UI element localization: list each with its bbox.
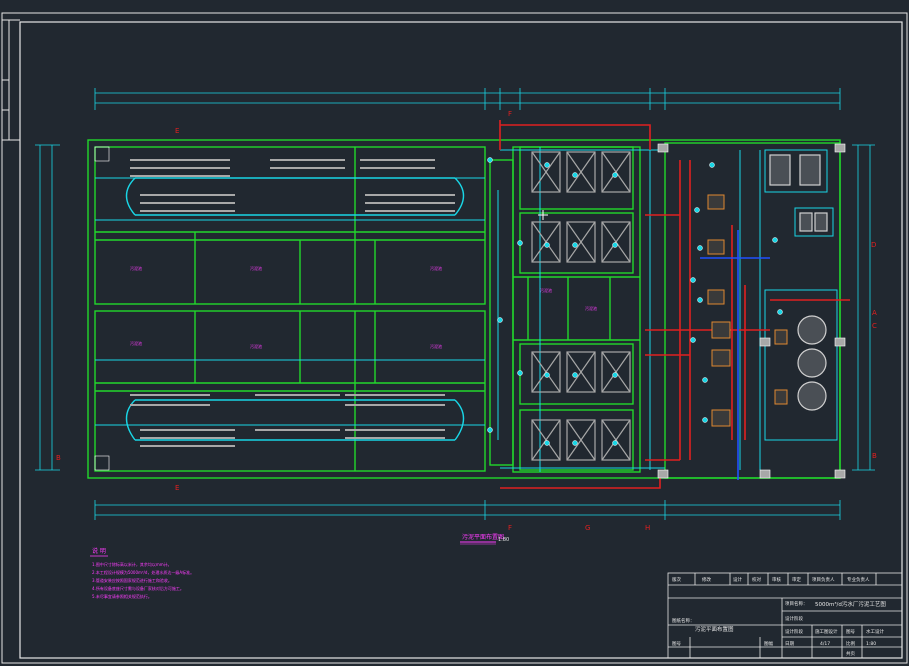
corner-columns [94,143,846,479]
title-block [667,572,903,659]
room-label: 污泥池 [540,287,552,293]
room-label: 污泥池 [430,265,442,271]
axis-label-e-top: E [175,127,179,135]
filter-cells [531,151,631,461]
note-line: 5.未尽事宜请参照相关规范执行。 [92,593,152,599]
tb-bottom-cell: 图幅 [764,640,773,647]
note-line: 1.图中尺寸除标高以米计，其余均以mm计。 [92,561,172,567]
tb-phase-label: 设计阶段 [785,615,803,622]
tb-header-cell: 校对 [752,576,761,583]
building-walls [87,139,841,479]
sludge-pipes [499,120,850,489]
tb-bottom-cell: 4/17 [820,641,830,647]
tb-sign-cell: 施工图设计 [815,628,838,635]
tb-bottom-cell: 1:80 [866,641,876,647]
tb-sign-cell: 图号 [846,629,855,635]
room-label: 污泥池 [585,305,597,311]
axis-label-f-top: F [508,110,512,118]
note-line: 2.本工程设计规模为5000m³/d，处理水质达一级A标准。 [92,569,194,575]
main-title-text: 污泥平面布置图 [462,533,504,541]
pump-units [707,194,788,427]
axis-label-e-bottom: E [175,484,179,492]
tb-sign-cell: 设计阶段 [785,628,803,635]
tb-drawing-name: 污泥平面布置图 [695,625,734,633]
valves [487,157,783,446]
axis-label-a-right: A [872,309,877,317]
axis-label-b-left: B [56,454,61,462]
room-label: 污泥池 [250,265,262,271]
tb-header-cell: 专业负责人 [847,576,870,583]
notes-block: 说 明 1.图中尺寸除标高以米计，其余均以mm计。 2.本工程设计规模为5000… [90,547,194,599]
room-label: 污泥池 [130,265,142,271]
axis-label-f-bottom: F [508,524,512,532]
tb-project-name: 5000m³/d污水厂污泥工艺图 [815,600,886,608]
notes-title: 说 明 [92,547,106,555]
oval-channels [125,177,465,441]
blue-pipe [700,230,770,480]
tb-header-cell: 版次 [672,576,681,583]
room-labels: 污泥池 污泥池 污泥池 污泥池 污泥池 污泥池 污泥池 污泥池 [130,265,597,349]
note-line: 4.所有设备底座尺寸需与设备厂家核对后方可施工。 [92,585,184,591]
tb-bottom-cell: 比例 [846,640,855,647]
room-label: 污泥池 [250,343,262,349]
tb-project-label: 项目名称： [785,600,808,607]
tb-header-cell: 设计 [733,576,742,583]
tb-sign-cell: 水工设计 [866,628,884,635]
room-label: 污泥池 [430,343,442,349]
scale-text: 1:80 [498,537,509,543]
axis-label-b-right: B [872,452,877,460]
note-line: 3.管道安装应按照国家规范进行施工和验收。 [92,577,172,583]
tb-header-cell: 项目负责人 [812,576,835,583]
storage-tanks [769,154,828,411]
axis-label-d-right: D [871,241,876,249]
diffuser-grids [130,159,455,447]
tb-bottom-cell: 图号 [672,641,681,647]
axis-label-h-bottom: H [645,524,650,532]
axis-label-c-right: C [872,322,877,330]
axis-label-g-bottom: G [585,524,590,532]
tb-drawing-label: 图纸名称： [672,617,695,624]
crosshair-cursor-icon [538,210,548,220]
tb-bottom-cell: 共页 [846,650,855,657]
drawing-title: 污泥平面布置图 1:80 [460,533,509,545]
top-dimension-chain [35,88,875,520]
axis-markers: B D A C B F F G H E E [56,110,877,532]
tb-header-cell: 修改 [702,576,711,583]
tb-bottom-cell: 日期 [785,641,794,647]
tb-header-cell: 审定 [792,576,801,583]
tb-header-cell: 审核 [772,576,781,583]
drawing-frame [1,12,908,664]
room-label: 污泥池 [130,340,142,346]
title-block-text: 版次 修改 设计 校对 审核 审定 项目负责人 专业负责人 项目名称： 5000… [672,576,886,657]
